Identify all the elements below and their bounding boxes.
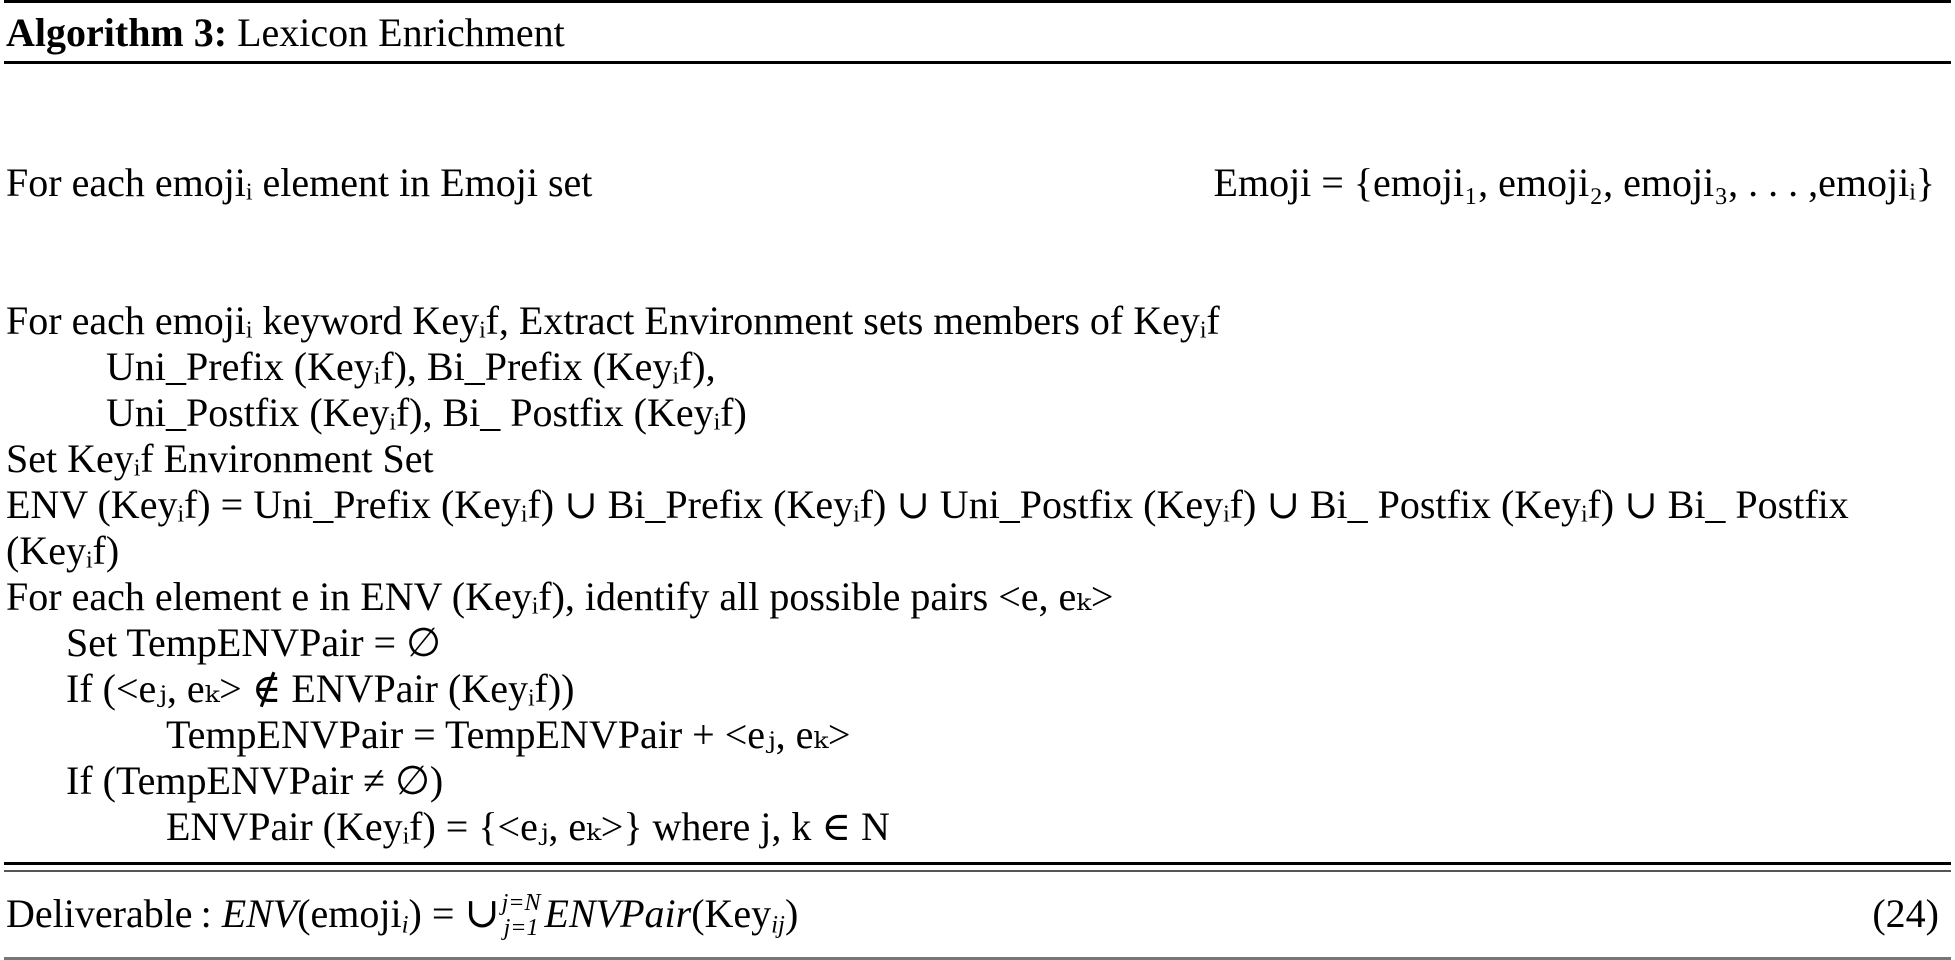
deliverable-lhs-close: ) [408,891,422,936]
algorithm-line-11: If (TempENVPair ≠ ∅) [66,758,444,803]
algorithm-line-12: ENVPair (Keyᵢf) = {<eⱼ, eₖ>} where j, k … [166,804,890,849]
algorithm-line-7: For each element e in ENV (Keyᵢf), ident… [6,574,1114,619]
algorithm-line-5: Set Keyᵢf Environment Set [6,436,434,481]
deliverable-rhs-arg: (Key [691,891,772,936]
algorithm-line-6: ENV (Keyᵢf) = Uni_Prefix (Keyᵢf) ∪ Bi_Pr… [6,482,1859,573]
line-1-right: Emoji = {emoji₁, emoji₂, emoji₃, . . . ,… [1213,160,1935,205]
union-upper-limit: j=N [501,889,541,916]
deliverable-lhs-sub: i [401,911,409,939]
rule-under-caption [4,61,1951,64]
algorithm-line-1: For each emojiᵢ element in Emoji set Emo… [6,68,1951,298]
deliverable-rhs-sub: ij [771,911,785,939]
body-bottom-spacer [6,850,1951,860]
deliverable-lhs-arg: (emoji [297,891,402,936]
equation-number: (24) [1872,891,1939,936]
deliverable-equals: = [431,891,455,936]
union-operator-icon: ∪ [464,891,500,937]
line-1-left: For each emojiᵢ element in Emoji set [6,160,593,205]
algorithm-line-9: If (<eⱼ, eₖ> ∉ ENVPair (Keyᵢf)) [66,666,575,711]
union-lower-limit: j=1 [503,914,539,941]
algorithm-line-3: Uni_Prefix (Keyᵢf), Bi_Prefix (Keyᵢf), [106,344,716,389]
algorithm-title: Lexicon Enrichment [237,10,565,55]
deliverable-lhs-func: ENV [221,891,298,936]
algorithm-body: For each emojiᵢ element in Emoji set Emo… [4,64,1951,862]
deliverable-rhs-close: ) [784,891,799,936]
algorithm-line-4: Uni_Postfix (Keyᵢf), Bi_ Postfix (Keyᵢf) [106,390,747,435]
rule-top [4,0,1951,3]
algorithm-caption: Algorithm 3: Lexicon Enrichment [4,3,1951,61]
algorithm-line-10: TempENVPair = TempENVPair + <eⱼ, eₖ> [166,712,851,757]
deliverable-label: Deliverable : [6,891,212,936]
deliverable-rhs-func: ENVPair [544,891,692,936]
algorithm-line-2: For each emojiᵢ keyword Keyᵢf, Extract E… [6,298,1220,343]
rule-above-deliverable [4,862,1951,872]
algorithm-label: Algorithm 3: [6,10,228,55]
algorithm-line-8: Set TempENVPair = ∅ [66,620,441,665]
